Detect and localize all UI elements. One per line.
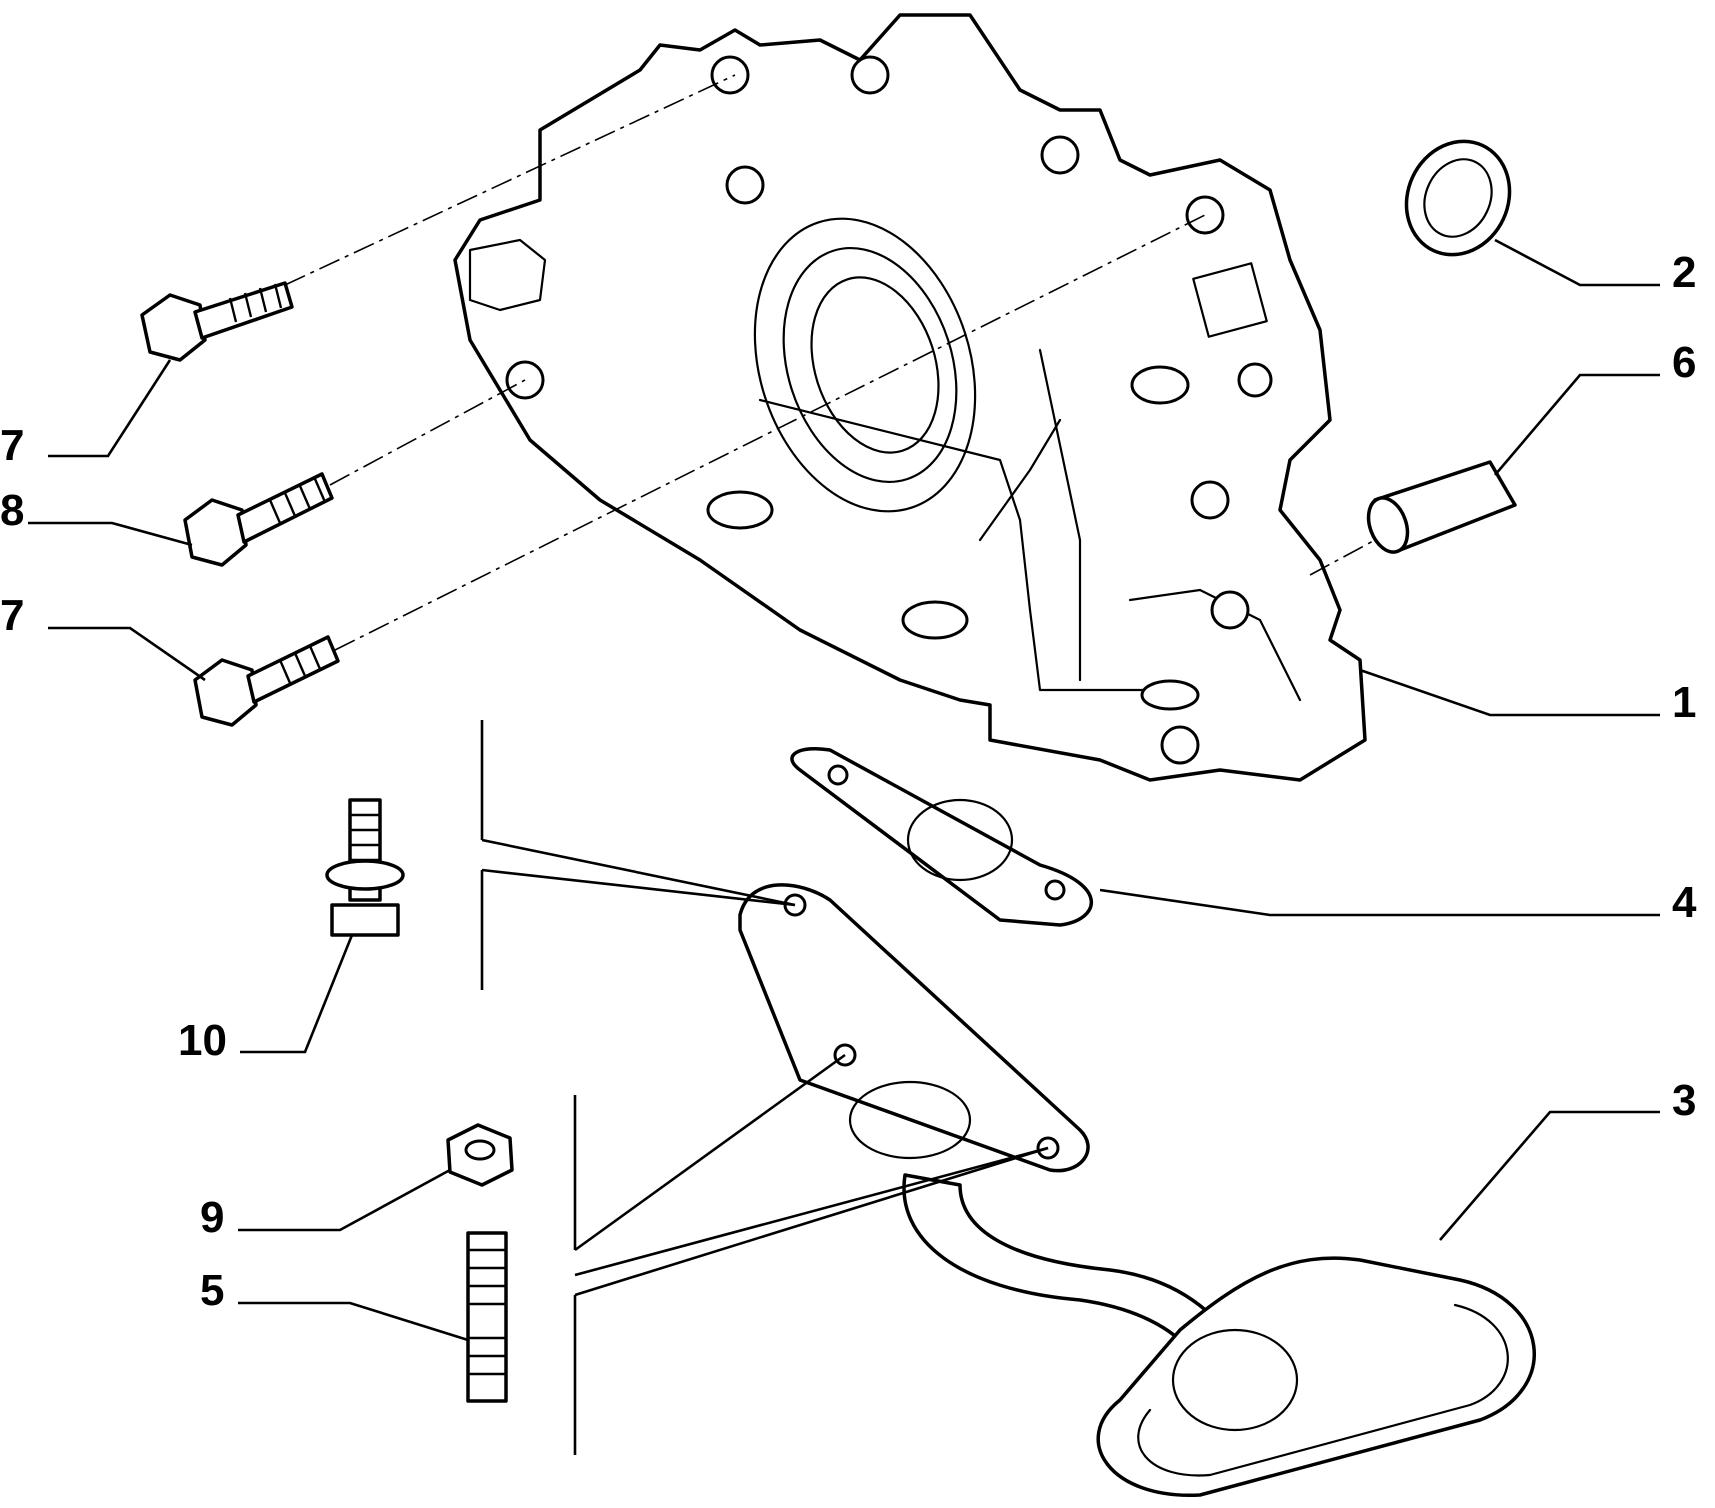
- bolt-7-lower: [193, 635, 340, 727]
- bolt-7-upper: [140, 281, 294, 362]
- assembly-axes: [284, 74, 1376, 651]
- callout-10: 10: [178, 1016, 227, 1065]
- callout-6: 6: [1672, 338, 1696, 387]
- callout-7-lower: 7: [0, 591, 24, 640]
- callout-5: 5: [200, 1266, 224, 1315]
- callout-9: 9: [200, 1193, 224, 1242]
- stud-bolt-10: [325, 798, 405, 937]
- gasket: [790, 747, 1094, 927]
- flange-nut-9: [446, 1123, 514, 1187]
- callout-2: 2: [1672, 248, 1696, 297]
- oil-pump-housing: [453, 13, 1367, 782]
- bolt-8: [183, 472, 334, 567]
- reference-lines: [480, 720, 1049, 1455]
- callout-8: 8: [0, 486, 24, 535]
- callout-3: 3: [1672, 1076, 1696, 1125]
- callout-7-upper: 7: [0, 421, 24, 470]
- seal-ring: [1404, 139, 1512, 257]
- callout-labels: 7 8 7 10 9 5 2 6 1 4 3: [0, 248, 1697, 1315]
- stud-5: [466, 1231, 508, 1403]
- oil-pickup-strainer: [738, 883, 1536, 1497]
- callout-4: 4: [1672, 878, 1697, 927]
- dowel-sleeve: [1366, 460, 1517, 554]
- leader-lines: [28, 238, 1660, 1342]
- callout-1: 1: [1672, 678, 1696, 727]
